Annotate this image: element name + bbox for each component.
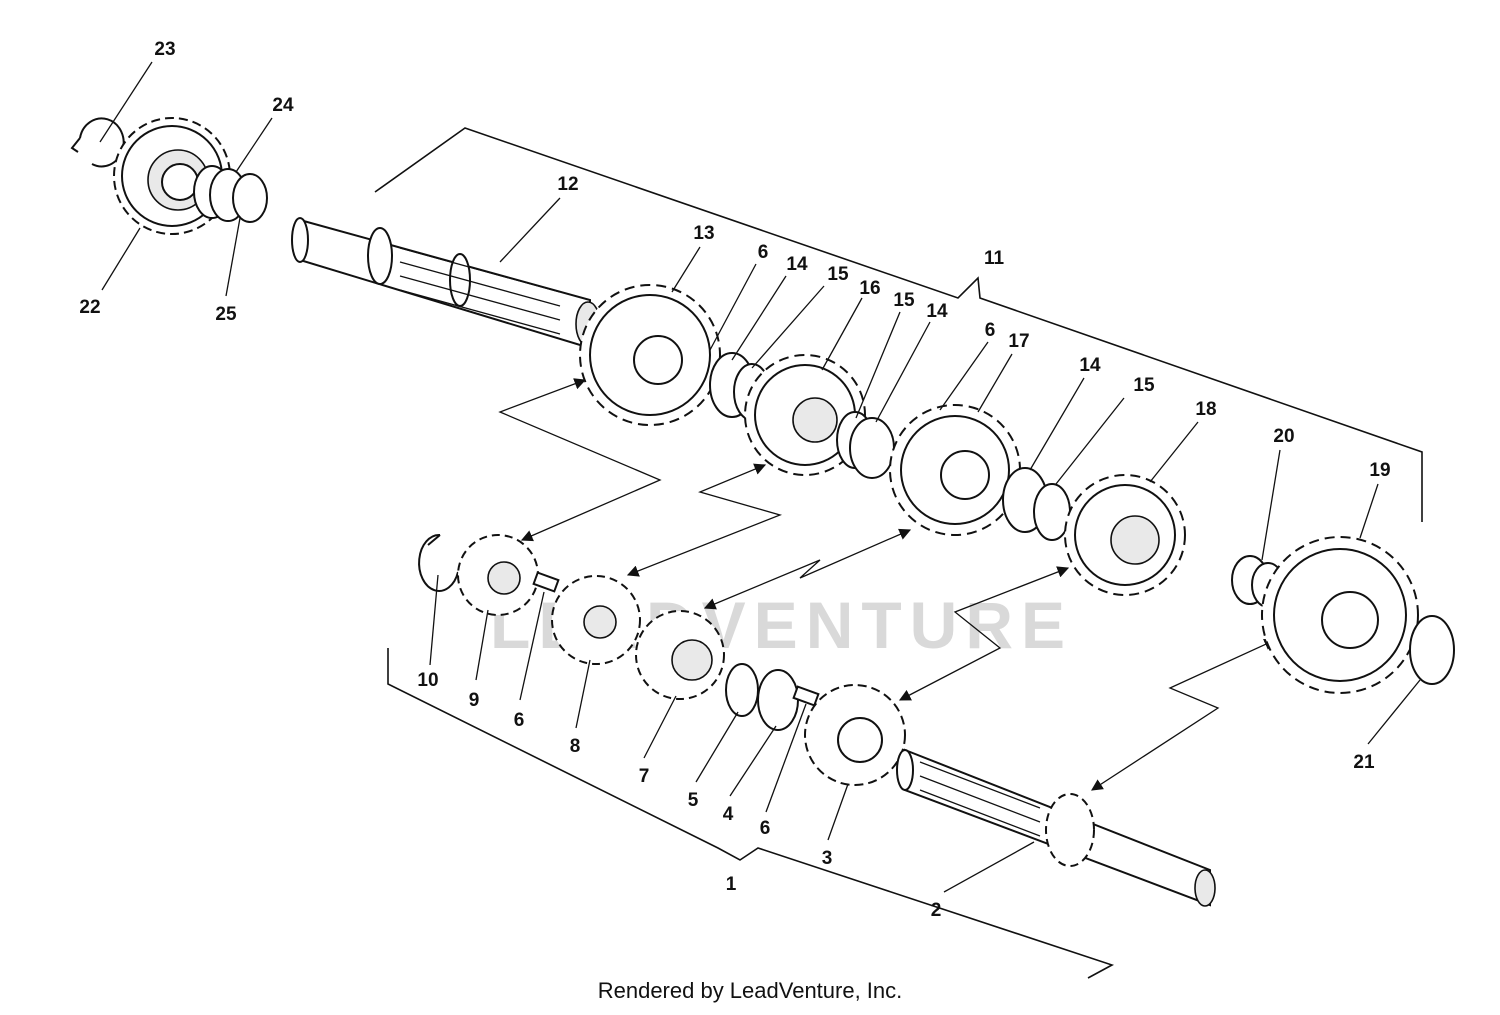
- callout-19: 19: [1369, 460, 1390, 481]
- washer-14-b: [849, 417, 895, 479]
- o-ring-25: [232, 173, 268, 223]
- callout-24: 24: [272, 95, 294, 116]
- main-shaft-12: [291, 217, 601, 350]
- callout-6-lower-a: 6: [514, 710, 525, 731]
- circlip-15-c: [1033, 483, 1071, 541]
- circlip-10: [418, 533, 459, 592]
- gear-7: [635, 610, 725, 700]
- gear-9: [457, 534, 539, 616]
- callout-8: 8: [570, 736, 581, 757]
- callout-23: 23: [154, 39, 175, 60]
- circlip-5: [725, 663, 759, 717]
- gear-17: [889, 404, 1021, 536]
- gear-13: [579, 284, 721, 426]
- callout-17: 17: [1008, 331, 1029, 352]
- callout-14-c: 14: [1079, 355, 1101, 376]
- callout-18: 18: [1195, 399, 1216, 420]
- mesh-arrow-17-7: [703, 528, 912, 610]
- callout-3: 3: [822, 848, 833, 869]
- circlip-23: [70, 117, 125, 168]
- callout-22: 22: [79, 297, 100, 318]
- callout-2: 2: [931, 900, 942, 921]
- main-shaft-bracket: [374, 127, 1423, 522]
- callout-6-lower-b: 6: [760, 818, 771, 839]
- countershaft-bracket: [387, 648, 1115, 979]
- countershaft-2: [896, 748, 1216, 907]
- callout-13: 13: [693, 223, 714, 244]
- bushing-6-c: [792, 685, 820, 707]
- callout-16: 16: [859, 278, 880, 299]
- callout-20: 20: [1273, 426, 1294, 447]
- callout-12: 12: [557, 174, 578, 195]
- callout-21: 21: [1353, 752, 1375, 773]
- callout-4: 4: [723, 804, 734, 825]
- mesh-arrow-19-2: [1091, 639, 1277, 791]
- gear-3: [804, 684, 906, 786]
- mesh-arrow-13-9: [498, 378, 662, 542]
- gear-8: [551, 575, 641, 665]
- gear-19: [1261, 536, 1419, 694]
- gear-18: [1064, 474, 1186, 596]
- callout-14-b: 14: [926, 301, 948, 322]
- callout-14-a: 14: [786, 254, 808, 275]
- mesh-arrow-18-3: [898, 566, 1070, 701]
- callout-10: 10: [417, 670, 438, 691]
- bushing-6-a: [532, 571, 560, 593]
- callout-25: 25: [215, 304, 237, 325]
- callout-15-c: 15: [1133, 375, 1155, 396]
- callout-5: 5: [688, 790, 699, 811]
- callout-1: 1: [726, 874, 737, 895]
- washer-21: [1409, 615, 1455, 685]
- leader-lines: [99, 61, 1421, 893]
- callout-11: 11: [984, 248, 1005, 269]
- callout-15-a: 15: [827, 264, 849, 285]
- callout-6-upper-b: 6: [985, 320, 996, 341]
- washer-4: [757, 669, 799, 731]
- callout-9: 9: [469, 690, 480, 711]
- mesh-arrow-16-8: [626, 463, 783, 577]
- footer-credit: Rendered by LeadVenture, Inc.: [597, 978, 903, 1003]
- callout-7: 7: [639, 766, 650, 787]
- callout-labels: 23 24 22 25 12 13 6 14 15 16 15 14 11 6 …: [79, 39, 1390, 921]
- callout-6-upper-a: 6: [758, 242, 769, 263]
- callout-15-b: 15: [893, 290, 915, 311]
